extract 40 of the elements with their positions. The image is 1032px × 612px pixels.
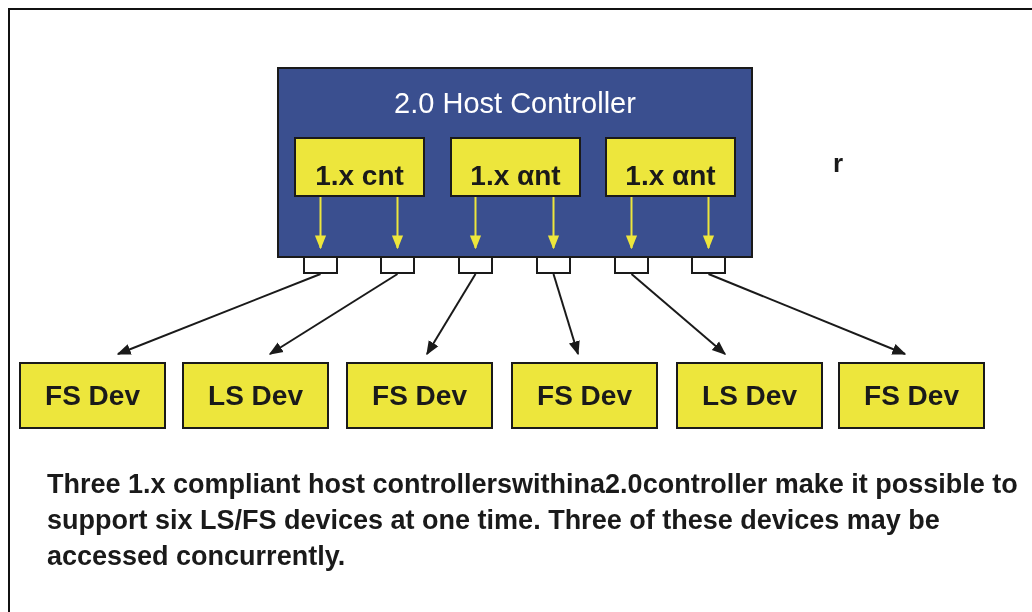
arrow bbox=[552, 273, 580, 356]
controller-box bbox=[294, 137, 425, 197]
device-box bbox=[676, 362, 823, 429]
arrow bbox=[268, 273, 399, 355]
arrow bbox=[702, 196, 715, 250]
box-label: 1.x αnt bbox=[470, 160, 561, 192]
arrow bbox=[314, 196, 327, 250]
box-label: 1.x cnt bbox=[315, 160, 404, 192]
arrow bbox=[630, 273, 727, 355]
port-box bbox=[691, 256, 726, 274]
box-label: FS Dev bbox=[372, 379, 467, 412]
port-box bbox=[458, 256, 493, 274]
arrow bbox=[116, 273, 322, 355]
box-label: FS Dev bbox=[537, 379, 632, 412]
arrow bbox=[469, 196, 482, 250]
arrow bbox=[625, 196, 638, 250]
controller-box bbox=[450, 137, 581, 197]
device-box bbox=[511, 362, 658, 429]
controller-box bbox=[277, 67, 753, 258]
box-label: FS Dev bbox=[864, 379, 959, 412]
box-label: FS Dev bbox=[45, 379, 140, 412]
device-box bbox=[346, 362, 493, 429]
controller-box bbox=[605, 137, 736, 197]
port-box bbox=[536, 256, 571, 274]
port-box bbox=[614, 256, 649, 274]
port-box bbox=[303, 256, 338, 274]
box-label: 1.x αnt bbox=[625, 160, 716, 192]
device-box bbox=[19, 362, 166, 429]
controller-title: 2.0 Host Controller bbox=[394, 87, 636, 120]
arrow bbox=[391, 196, 404, 250]
port-box bbox=[380, 256, 415, 274]
device-box bbox=[838, 362, 985, 429]
arrow bbox=[547, 196, 560, 250]
box-label: LS Dev bbox=[702, 379, 797, 412]
arrow bbox=[426, 273, 477, 356]
note-text: r bbox=[833, 148, 844, 179]
device-box bbox=[182, 362, 329, 429]
arrow bbox=[707, 273, 907, 355]
caption: Three 1.x compliant host controllerswithina2.0controller make it possible to support six LS/FS devices at one time. Three of these devices may be accessed concurrently. bbox=[47, 468, 1019, 573]
box-label: LS Dev bbox=[208, 379, 303, 412]
